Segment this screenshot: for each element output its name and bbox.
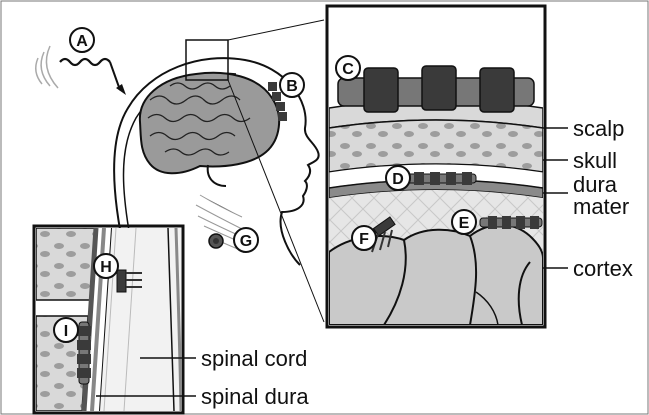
callout-b: B [280,73,304,97]
callout-c: C [336,56,360,80]
callout-e: E [452,210,476,234]
svg-text:E: E [459,215,470,232]
callout-a: A [70,28,94,52]
svg-text:C: C [342,61,354,78]
label-spinal-cord: spinal cord [201,346,307,371]
svg-text:B: B [286,78,298,95]
label-scalp: scalp [573,116,624,141]
neck-electrode [209,234,223,248]
cap-electrode [338,66,534,112]
spinal-epidural-electrode [77,322,91,384]
cranial-inset [327,6,545,327]
svg-text:H: H [100,259,112,276]
label-dura-line2: mater [573,194,629,219]
svg-text:G: G [240,233,252,250]
label-skull: skull [573,148,617,173]
callout-h: H [94,254,118,278]
epidural-electrode [402,172,476,185]
subdural-electrode [480,216,542,229]
callout-f: F [352,226,376,250]
callout-d: D [386,166,410,190]
label-spinal-dura: spinal dura [201,384,309,409]
callout-g: G [234,228,258,252]
svg-text:A: A [76,33,88,50]
svg-text:F: F [359,231,369,248]
label-cortex: cortex [573,256,633,281]
svg-text:D: D [392,171,404,188]
callout-i: I [54,318,78,342]
svg-text:I: I [64,323,68,340]
